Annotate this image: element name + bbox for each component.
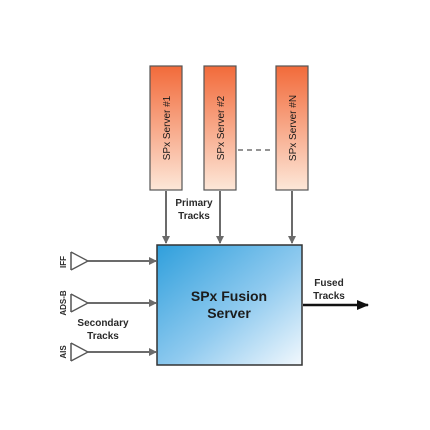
primary-tracks-label-line1: Primary xyxy=(175,198,213,209)
secondary-tracks-label-line1: Secondary xyxy=(77,318,129,329)
primary-tracks-label-line2: Tracks xyxy=(178,211,210,222)
ads-b-antenna-icon xyxy=(70,293,90,313)
fusion-server-box: SPx Fusion Server xyxy=(156,244,303,366)
fused-tracks-label-line1: Fused xyxy=(314,278,343,289)
server-box-n: SPx Server #N xyxy=(275,65,309,191)
iff-antenna-icon xyxy=(70,251,90,271)
fusion-server-label-line1: SPx Fusion xyxy=(191,288,267,304)
server-box-1: SPx Server #1 xyxy=(149,65,183,191)
iff-label: IFF xyxy=(59,256,68,268)
server-1-label: SPx Server #1 xyxy=(162,95,173,160)
fused-tracks-label-line2: Tracks xyxy=(313,291,345,302)
ais-antenna-icon xyxy=(70,342,90,362)
server-2-label: SPx Server #2 xyxy=(216,95,227,160)
server-box-2: SPx Server #2 xyxy=(203,65,237,191)
server-n-label: SPx Server #N xyxy=(288,95,299,161)
secondary-tracks-label-line2: Tracks xyxy=(87,331,119,342)
ads-b-label: ADS-B xyxy=(59,290,68,316)
fusion-server-label-line2: Server xyxy=(207,305,251,321)
ais-label: AIS xyxy=(59,345,68,359)
